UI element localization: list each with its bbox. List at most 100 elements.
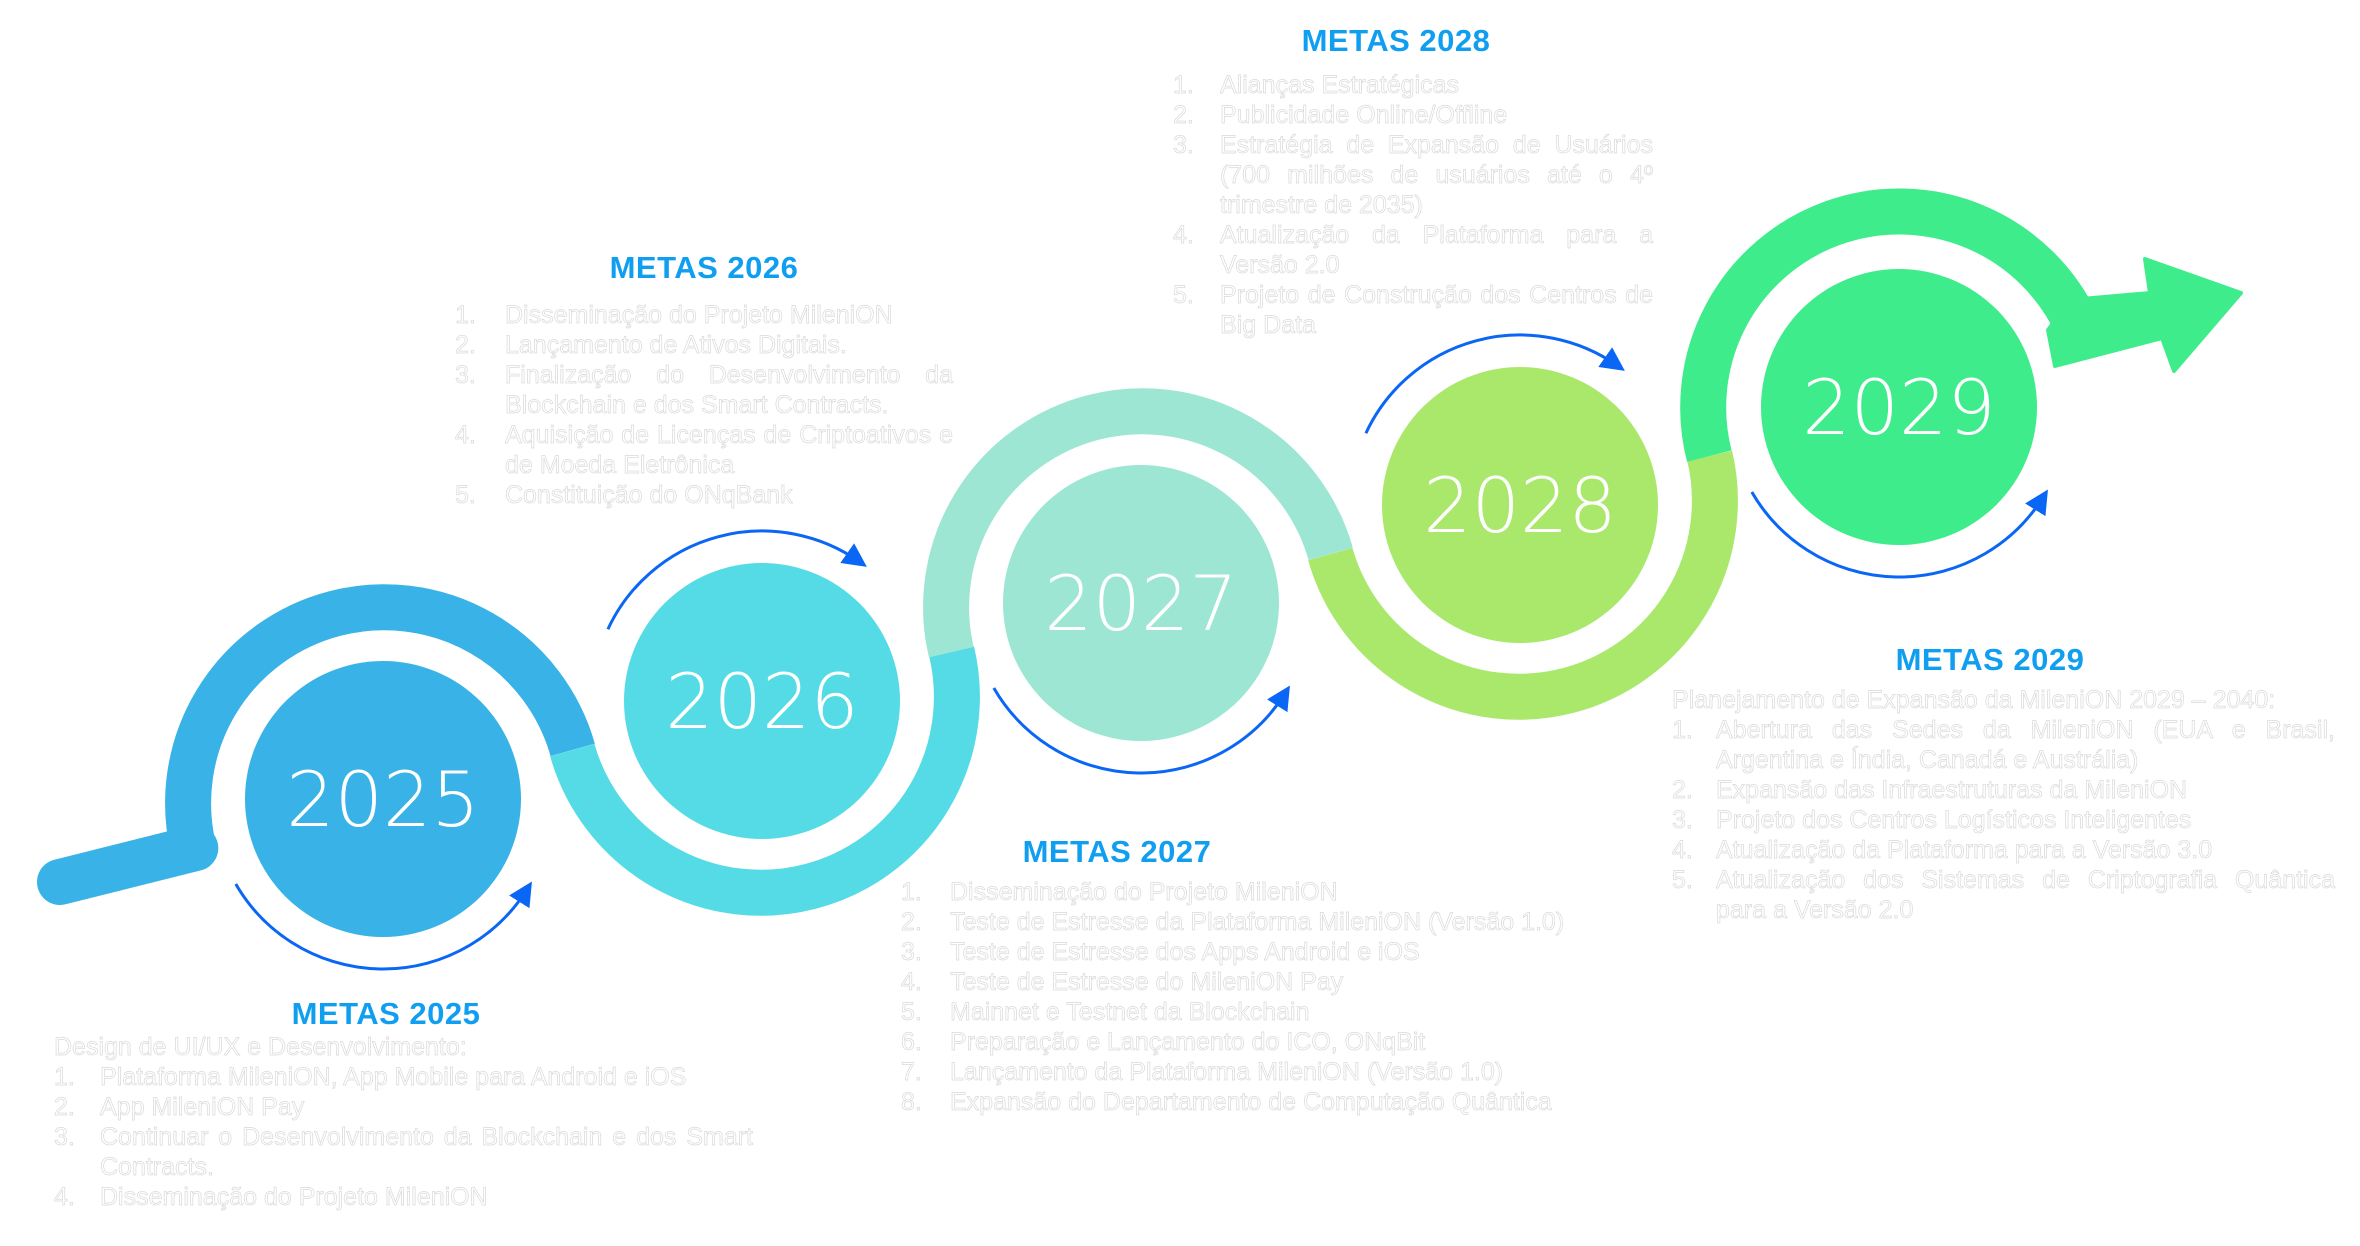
timeline-ring-2027 <box>923 388 1353 658</box>
goals-list: 1. Disseminação do Projeto MileniON 2. Test… <box>901 877 1566 1117</box>
goal-item-number: 2. <box>1173 101 1195 130</box>
goal-item-number: 1. <box>1672 716 1694 745</box>
goals-intro: Planejamento de Expansão da MileniON 202… <box>1672 686 2276 715</box>
year-circle-2028 <box>1382 367 1658 643</box>
goal-item-text: Plataforma MileniON, App Mobile para And… <box>100 1063 687 1092</box>
goal-item-text: Preparação e Lançamento do ICO, ONqBit <box>950 1028 1426 1057</box>
goal-item: 5.Mainnet e Testnet da Blockchain <box>901 997 1566 1027</box>
goals-list-2025: Design de UI/UX e Desenvolvimento:1. Plat… <box>54 1032 754 1212</box>
goal-item: 1.Disseminação do Projeto MileniON <box>455 300 953 330</box>
goal-item-text: Abertura das Sedes da MileniON (EUA e Br… <box>1716 716 2336 775</box>
year-circle-2026 <box>624 563 900 839</box>
goal-item-number: 1. <box>1173 71 1195 100</box>
goal-item-text: Mainnet e Testnet da Blockchain <box>950 998 1310 1027</box>
goal-item: 5. Constituição do ONqBank <box>455 480 953 510</box>
goals-title-2028: METAS 2028 <box>1301 23 1491 58</box>
timeline-ring-2028 <box>1308 450 1738 720</box>
goal-item-text: Disseminação do Projeto MileniON <box>950 878 1338 907</box>
goal-item: 1. Disseminação do Projeto MileniON <box>901 877 1566 907</box>
goal-item-number: 3. <box>1173 131 1195 160</box>
timeline-tail <box>37 825 219 905</box>
timeline-ring-2029 <box>1680 188 2098 462</box>
goal-item: 2. Publicidade Online/Offline <box>1173 100 1653 130</box>
goals-title-2025: METAS 2025 <box>291 996 481 1031</box>
goal-item: 7. Lançamento da Plataforma MileniON (Ver… <box>901 1057 1566 1087</box>
goal-item-number: 5. <box>1173 281 1195 310</box>
goals-list-2028: 1. Alianças Estratégicas 2. Publicidade Onl… <box>1173 70 1654 340</box>
goal-item-text: Estratégia de Expansão de Usuários (700 … <box>1220 131 1654 220</box>
goal-item-text: Expansão das Infraestruturas da MileniON <box>1716 776 2188 805</box>
goal-item-text: Alianças Estratégicas <box>1220 71 1460 100</box>
goal-item-number: 4. <box>455 421 477 450</box>
cycle-arrow-icon <box>992 685 1290 775</box>
year-label: 2029 <box>1802 363 1995 452</box>
goal-item-text: Teste de Estresse da Plataforma MileniON… <box>950 908 1565 937</box>
goal-item: 2. Lançamento de Ativos Digitais. <box>455 330 953 360</box>
goal-item-text: Projeto de Construção dos Centros de Big… <box>1220 281 1654 340</box>
year-label: 2025 <box>286 755 479 844</box>
goal-item-number: 1. <box>54 1063 76 1092</box>
goal-item: 4.Atualização da Plataforma para a Versã… <box>1173 220 1654 280</box>
goal-item-text: Finalização do Desenvolvimento da Blockc… <box>505 361 954 420</box>
goal-item: 2. Expansão das Infraestruturas da Mileni… <box>1672 775 2335 805</box>
goal-item: 1. Alianças Estratégicas <box>1173 70 1653 100</box>
goal-item-number: 3. <box>1672 806 1694 835</box>
goal-item-number: 4. <box>1173 221 1195 250</box>
goal-item-text: Constituição do ONqBank <box>505 481 793 510</box>
goal-item-text: Continuar o Desenvolvimento da Blockchai… <box>100 1123 754 1182</box>
goal-item: 8.Expansão do Departamento de Computação… <box>901 1087 1566 1117</box>
goal-item-text: Projeto dos Centros Logísticos Inteligen… <box>1716 806 2192 835</box>
goal-item: 4.Atualização da Plataforma para a Versã… <box>1672 835 2335 865</box>
goal-item-text: Lançamento de Ativos Digitais. <box>505 331 848 360</box>
goals-list: 1. Alianças Estratégicas 2. Publicidade Onl… <box>1173 70 1654 340</box>
year-label: 2026 <box>665 657 858 746</box>
goal-item: 3. Projeto dos Centros Logísticos Intelig… <box>1672 805 2335 835</box>
goal-item-number: 4. <box>54 1183 76 1212</box>
goals-title-2029: METAS 2029 <box>1895 642 2085 677</box>
goals-list-2029: Planejamento de Expansão da MileniON 202… <box>1672 685 2336 925</box>
goals-list: 1. Plataforma MileniON, App Mobile para A… <box>54 1062 754 1212</box>
goal-item-number: 7. <box>901 1058 923 1087</box>
goals-list-2027: 1. Disseminação do Projeto MileniON 2. Test… <box>901 877 1566 1117</box>
goal-item-number: 2. <box>54 1093 76 1122</box>
goal-item-text: Teste de Estresse do MileniON Pay <box>950 968 1344 997</box>
year-circle-2027 <box>1003 465 1279 741</box>
goal-item-number: 2. <box>455 331 477 360</box>
year-circle-2025 <box>245 661 521 937</box>
cycle-arrow-icon <box>1750 489 2048 579</box>
goal-item-number: 4. <box>1672 836 1694 865</box>
goal-item: 4. Disseminação do Projeto MileniON <box>54 1182 753 1212</box>
goal-item-number: 1. <box>455 301 477 330</box>
cycle-arrow-icon <box>234 881 532 971</box>
timeline-ring-2025 <box>165 584 595 854</box>
goal-item-text: Atualização dos Sistemas de Criptografia… <box>1716 866 2336 925</box>
goal-item-text: Lançamento da Plataforma MileniON (Versã… <box>950 1058 1504 1087</box>
goal-item-number: 8. <box>901 1088 923 1117</box>
goal-item-number: 4. <box>901 968 923 997</box>
cycle-arrow-icon <box>606 529 867 630</box>
goal-item-text: App MileniON Pay <box>100 1093 305 1122</box>
goals-title-2027: METAS 2027 <box>1022 834 1212 869</box>
goal-item: 2. App MileniON Pay <box>54 1092 753 1122</box>
goal-item-text: Teste de Estresse dos Apps Android e iOS <box>950 938 1420 967</box>
goals-intro: Design de UI/UX e Desenvolvimento: <box>54 1033 467 1062</box>
year-circle-2029 <box>1761 269 2037 545</box>
goal-item-number: 3. <box>54 1123 76 1152</box>
goal-item-number: 5. <box>455 481 477 510</box>
timeline-ring-2026 <box>550 646 980 916</box>
goal-item-number: 5. <box>1672 866 1694 895</box>
cycle-arrow-icon <box>1364 333 1625 434</box>
goal-item: 3. Estratégia de Expansão de Usuários (70… <box>1173 130 1654 220</box>
goal-item: 2. Teste de Estresse da Plataforma Mileni… <box>901 907 1566 937</box>
goal-item-number: 2. <box>901 908 923 937</box>
goal-item-text: Disseminação do Projeto MileniON <box>100 1183 488 1212</box>
goal-item-number: 2. <box>1672 776 1694 805</box>
goal-item-number: 3. <box>455 361 477 390</box>
goal-item-text: Publicidade Online/Offline <box>1220 101 1508 130</box>
goal-item-number: 1. <box>901 878 923 907</box>
goal-item: 4. Teste de Estresse do MileniON Pay <box>901 967 1566 997</box>
goal-item: 5. Projeto de Construção dos Centros de B… <box>1173 280 1654 340</box>
